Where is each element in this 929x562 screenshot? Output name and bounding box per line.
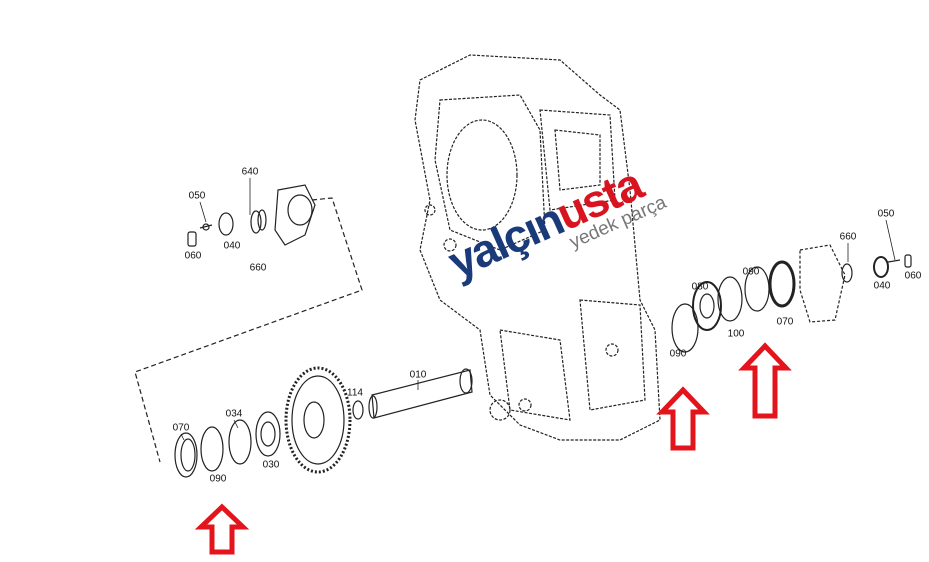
assembly-link-line <box>134 197 363 463</box>
gearbox-housing <box>414 54 661 441</box>
part-label: 660 <box>249 262 267 274</box>
part-label: 114 <box>347 387 363 399</box>
part-label: 010 <box>409 369 427 381</box>
part-label: 100 <box>727 328 745 340</box>
part-label: 090 <box>742 266 760 278</box>
part-label: 040 <box>873 280 891 292</box>
part-label: 660 <box>839 231 857 243</box>
right-parts <box>671 244 912 353</box>
part-label: 034 <box>225 408 243 420</box>
part-label: 060 <box>904 270 922 282</box>
up-arrow-icon <box>656 386 710 451</box>
part-label: 070 <box>172 422 190 434</box>
up-arrow-icon <box>194 503 250 555</box>
top-left-parts <box>187 184 316 247</box>
leader-lines <box>180 178 896 441</box>
part-label: 080 <box>691 281 709 293</box>
part-label: 050 <box>877 208 895 220</box>
part-label: 090 <box>669 348 687 360</box>
part-label: 050 <box>188 190 206 202</box>
part-label: 060 <box>184 250 202 262</box>
part-label: 030 <box>262 459 280 471</box>
part-label: 040 <box>223 240 241 252</box>
part-label: 070 <box>776 316 794 328</box>
bottom-left-parts <box>174 366 473 478</box>
part-label: 090 <box>209 473 227 485</box>
up-arrow-icon <box>738 342 792 419</box>
part-label: 640 <box>241 166 259 178</box>
